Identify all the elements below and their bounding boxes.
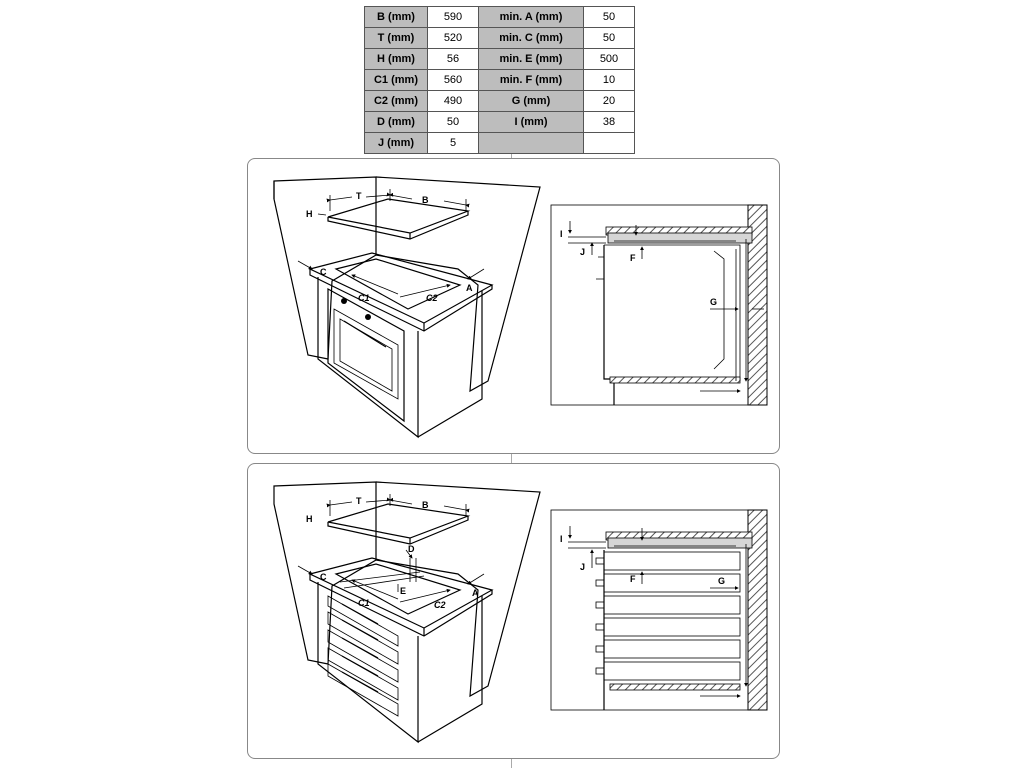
table-label-cell: C2 (mm) <box>364 90 428 112</box>
table-value-cell <box>583 132 635 154</box>
table-value-cell: 50 <box>583 6 635 28</box>
label-a: A <box>466 283 473 293</box>
label-t-bottom: T <box>356 496 362 506</box>
oven-installation-drawing: T B H C A C1 C2 <box>273 176 768 439</box>
corner-walls-bottom <box>273 481 541 698</box>
label-f-bottom: F <box>630 574 636 584</box>
table-label-cell: H (mm) <box>364 48 428 70</box>
worktop <box>308 252 494 332</box>
label-c2-bottom: C2 <box>434 600 446 610</box>
table-value-cell: 50 <box>583 27 635 49</box>
label-j: J <box>580 247 585 257</box>
worktop-bottom <box>308 557 494 637</box>
table-label-cell: min. F (mm) <box>478 69 584 91</box>
table-value-cell: 56 <box>427 48 479 70</box>
label-b-bottom: B <box>422 500 429 510</box>
table-value-cell: 20 <box>583 90 635 112</box>
corner-walls <box>273 176 541 393</box>
label-h-bottom: H <box>306 514 313 524</box>
label-d-bottom: D <box>408 544 415 554</box>
table-value-cell: 5 <box>427 132 479 154</box>
table-value-cell: 590 <box>427 6 479 28</box>
label-i: I <box>560 229 563 239</box>
table-value-cell: 38 <box>583 111 635 133</box>
label-t: T <box>356 191 362 201</box>
table-label-cell: I (mm) <box>478 111 584 133</box>
table-value-cell: 10 <box>583 69 635 91</box>
label-c-bottom: C <box>320 572 327 582</box>
table-row: J (mm)5 <box>364 132 635 154</box>
oven-section-view: I J F G <box>550 204 768 406</box>
drawer-installation-panel: T B H C A C1 C2 D E <box>247 463 780 759</box>
table-label-cell: min. E (mm) <box>478 48 584 70</box>
table-value-cell: 490 <box>427 90 479 112</box>
center-guide-line <box>511 148 512 768</box>
label-c1: C1 <box>358 293 370 303</box>
label-g: G <box>710 297 717 307</box>
table-value-cell: 520 <box>427 27 479 49</box>
table-value-cell: 500 <box>583 48 635 70</box>
label-f: F <box>630 253 636 263</box>
table-label-cell <box>478 132 584 154</box>
label-j-bottom: J <box>580 562 585 572</box>
table-label-cell: J (mm) <box>364 132 428 154</box>
hob-unit-bottom <box>327 503 471 545</box>
dimension-callouts-left: T B H C A C1 C2 <box>297 189 485 303</box>
label-e-bottom: E <box>400 586 406 596</box>
drawer-installation-drawing: T B H C A C1 C2 D E <box>273 481 768 744</box>
label-c1-bottom: C1 <box>358 598 370 608</box>
table-label-cell: T (mm) <box>364 27 428 49</box>
dimension-callouts-bottom: T B H C A C1 C2 D E <box>297 494 485 610</box>
table-label-cell: B (mm) <box>364 6 428 28</box>
label-c2: C2 <box>426 293 438 303</box>
table-value-cell: 50 <box>427 111 479 133</box>
label-i-bottom: I <box>560 534 563 544</box>
label-a-bottom: A <box>472 588 479 598</box>
table-label-cell: min. A (mm) <box>478 6 584 28</box>
table-label-cell: G (mm) <box>478 90 584 112</box>
table-label-cell: min. C (mm) <box>478 27 584 49</box>
table-label-cell: C1 (mm) <box>364 69 428 91</box>
oven-installation-panel: T B H C A C1 C2 <box>247 158 780 454</box>
hob-unit <box>327 198 471 240</box>
label-c: C <box>320 267 327 277</box>
table-label-cell: D (mm) <box>364 111 428 133</box>
cabinet-with-drawers <box>317 582 483 744</box>
drawer-section-view: I J F G <box>550 509 768 711</box>
label-b: B <box>422 195 429 205</box>
table-value-cell: 560 <box>427 69 479 91</box>
label-g-bottom: G <box>718 576 725 586</box>
cabinet-with-oven <box>317 277 483 439</box>
label-h: H <box>306 209 313 219</box>
